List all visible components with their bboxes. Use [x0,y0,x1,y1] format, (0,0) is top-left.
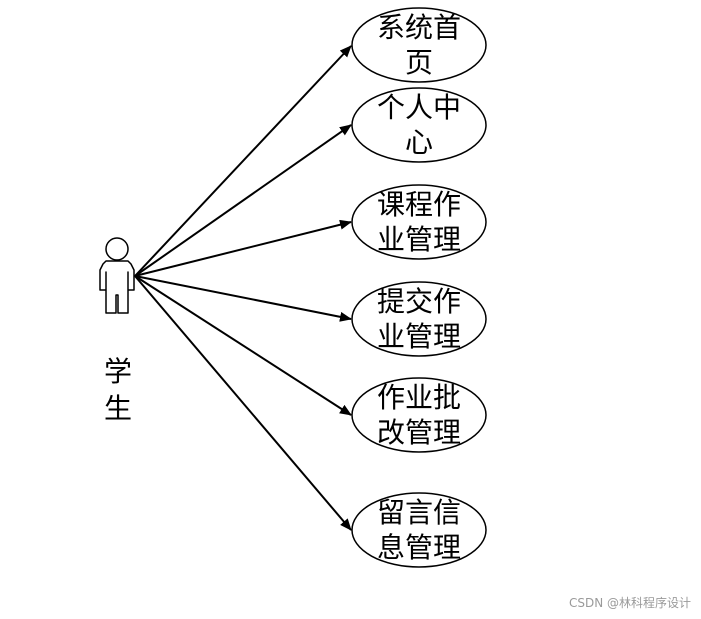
use-case-3: 课程作 业管理 [351,184,487,260]
use-case-label-line-1: 系统首 [377,11,461,44]
association-arrow-4 [134,275,352,322]
association-arrow-1 [134,45,352,277]
use-case-ellipse [351,184,487,260]
actor-label-line-1: 学 [104,355,132,388]
use-case-label-line-2: 息管理 [377,531,461,564]
association-arrow-6 [134,275,352,531]
association-arrow-2 [134,124,352,277]
use-case-label-line-1: 提交作 [377,285,461,318]
association-arrow-3 [134,219,352,277]
use-case-ellipse [351,377,487,453]
use-case-label-line-1: 留言信 [377,496,461,529]
use-case-6: 留言信 息管理 [351,492,487,568]
association-arrow-5 [134,275,352,416]
use-case-5: 作业批 改管理 [351,377,487,453]
watermark-text: CSDN @林科程序设计 [568,596,691,610]
use-case-ellipse [351,7,487,83]
use-case-label-line-1: 个人中 [377,91,461,124]
actor-label-line-2: 生 [104,392,132,425]
use-case-label-line-1: 作业批 [377,381,461,414]
use-case-label-line-2: 页 [405,46,433,79]
use-case-ellipse [351,87,487,163]
actor-student: 学 生 [99,237,135,425]
use-case-label-line-2: 改管理 [377,416,461,449]
use-case-label-line-1: 课程作 [377,188,461,221]
use-case-1: 系统首 页 [351,7,487,83]
use-case-label-line-2: 业管理 [377,223,461,256]
use-case-label-line-2: 业管理 [377,320,461,353]
use-case-4: 提交作 业管理 [351,281,487,357]
use-case-ellipse [351,281,487,357]
actor-body [99,260,135,314]
use-case-2: 个人中 心 [351,87,487,163]
use-case-ellipse [351,492,487,568]
associations [134,45,352,531]
actor-head [105,237,129,261]
use-case-label-line-2: 心 [405,126,433,159]
